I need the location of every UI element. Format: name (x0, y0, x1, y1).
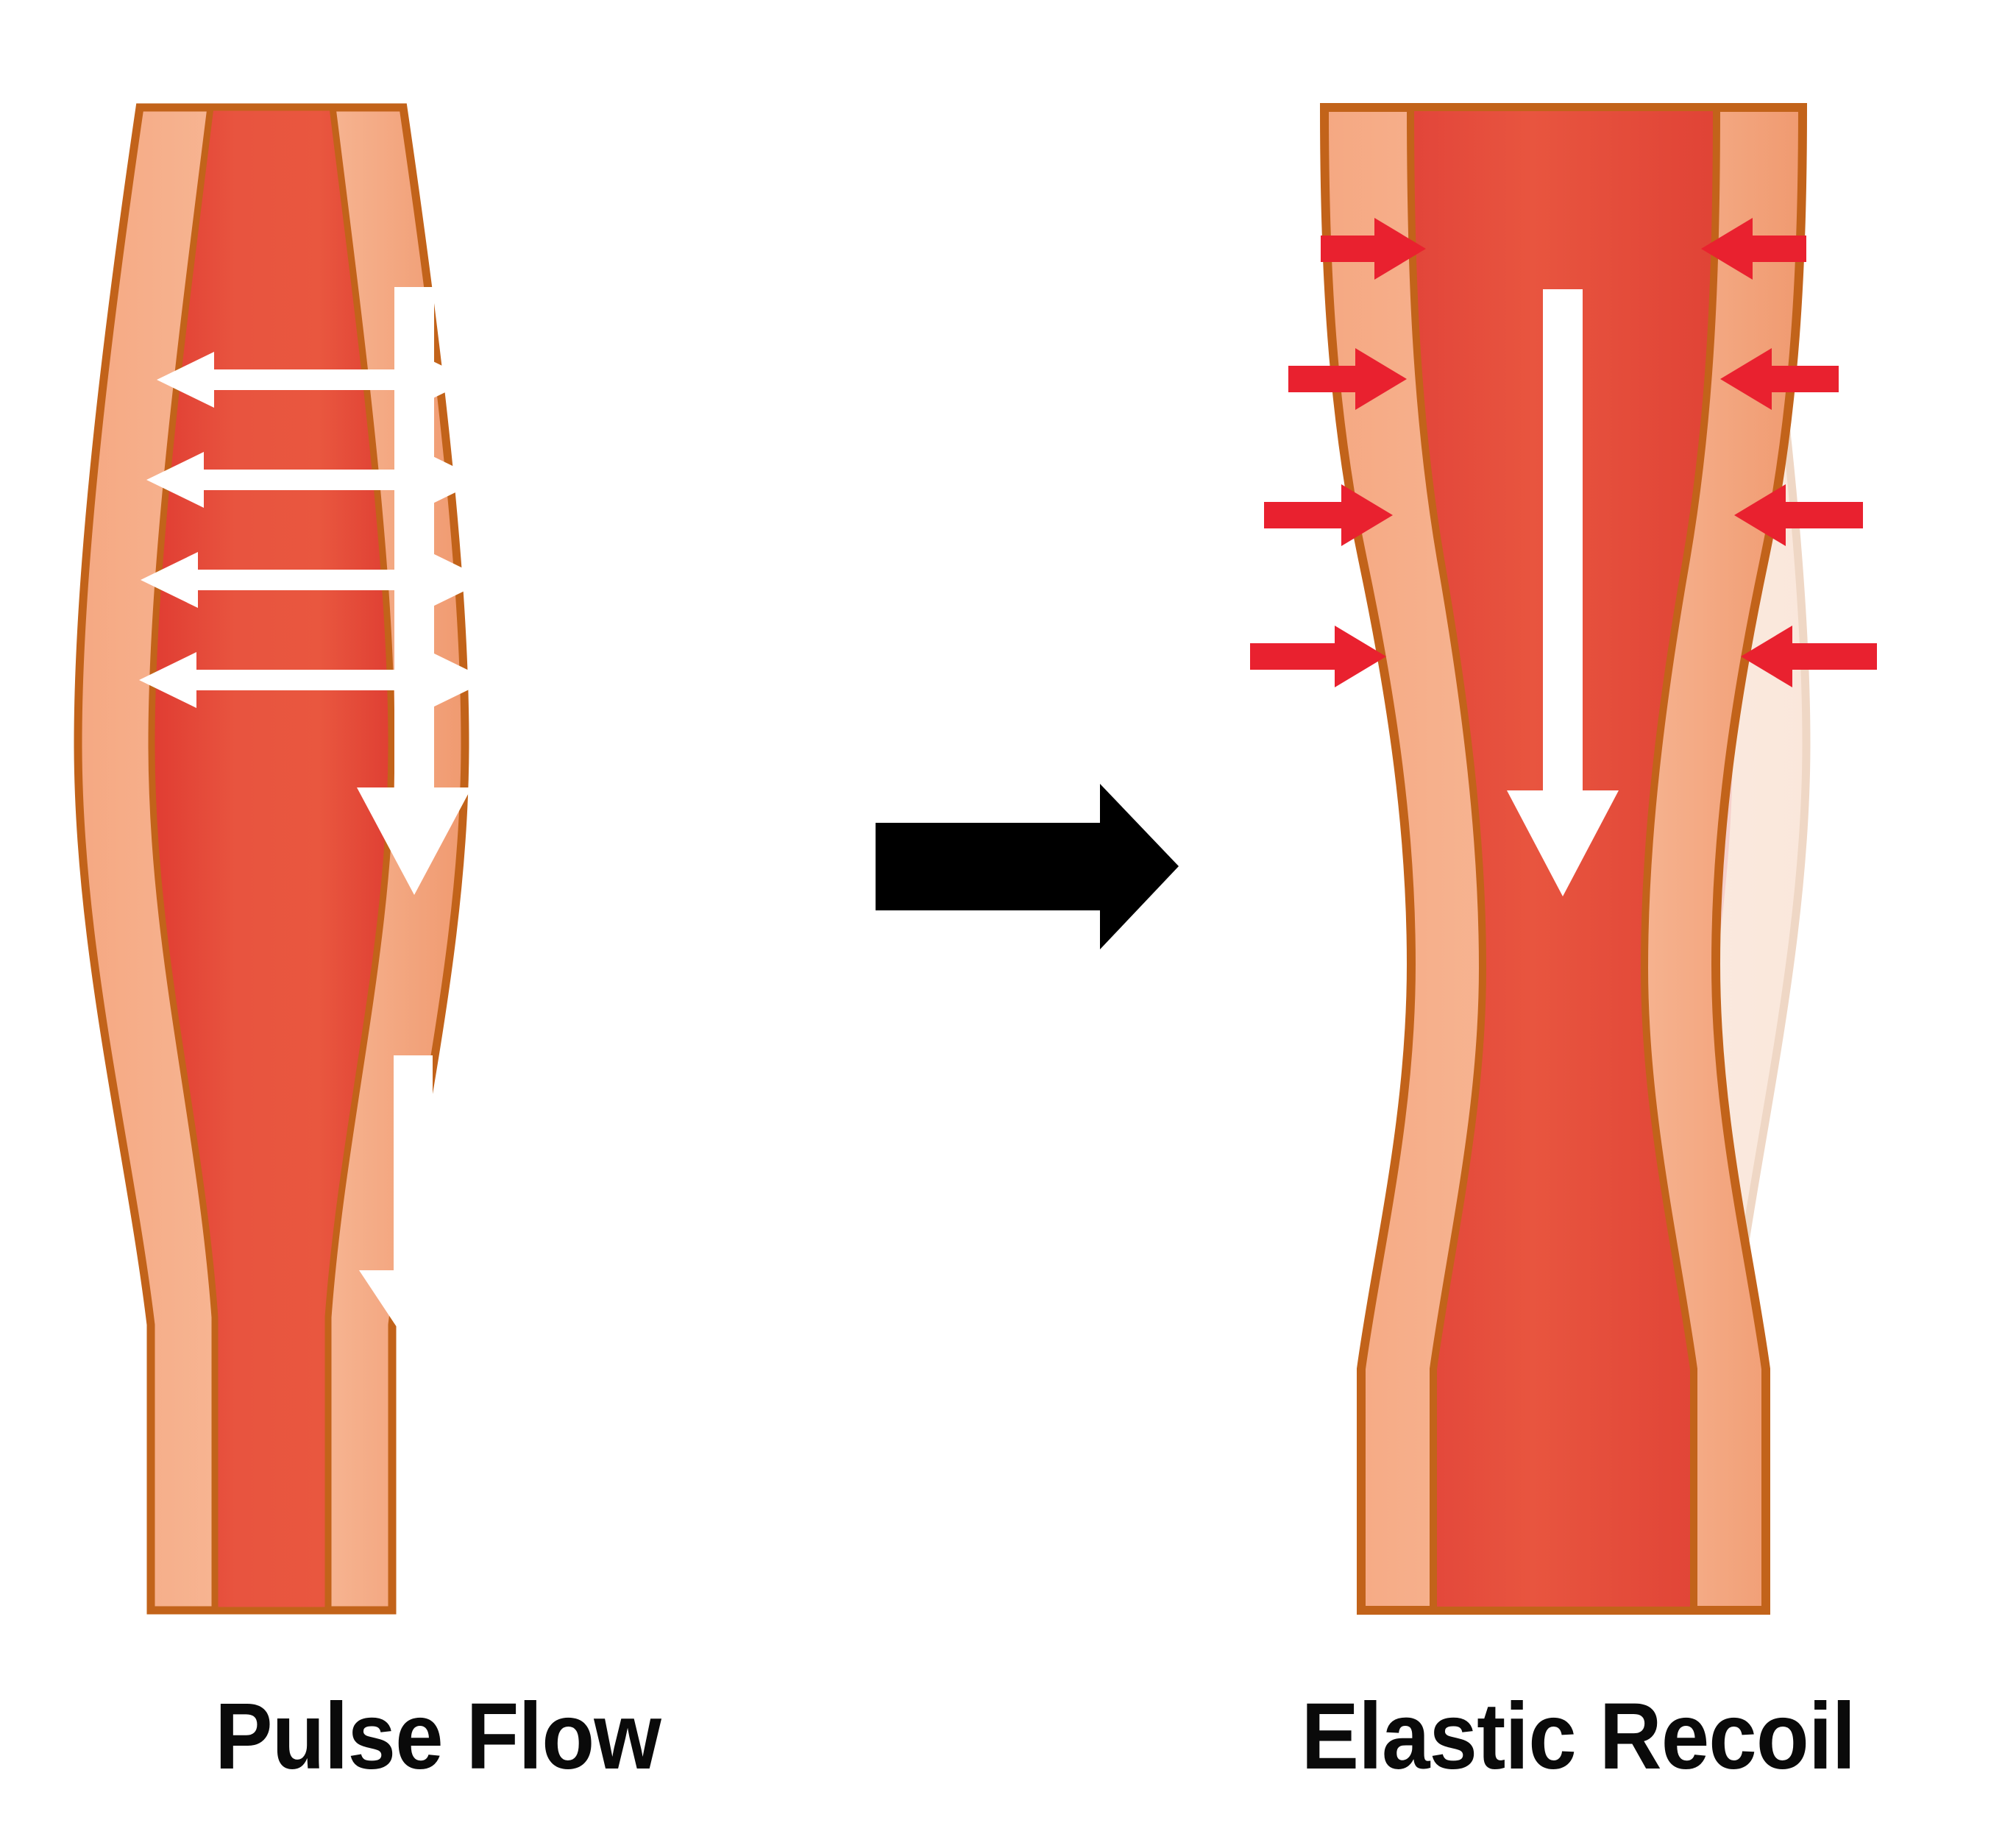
recoil-arrow-left-2 (1288, 348, 1407, 410)
flow-arrow-left-upper (357, 287, 472, 895)
recoil-arrow-right-1 (1701, 218, 1806, 280)
flow-arrow-left-lower (359, 1055, 466, 1351)
recoil-arrow-left-4 (1250, 626, 1386, 687)
recoil-arrow-right-2 (1720, 348, 1839, 410)
outward-arrow-right-2 (294, 452, 481, 508)
panel-elastic-recoil (1250, 103, 1877, 1615)
recoil-arrow-left-3 (1264, 484, 1393, 546)
outward-arrow-left-1 (157, 352, 365, 408)
outward-arrow-right-4 (294, 652, 489, 708)
outward-arrow-left-3 (141, 552, 365, 608)
recoil-arrow-right-3 (1734, 484, 1863, 546)
recoil-pressure-arrows-group (1250, 218, 1877, 687)
caption-elastic-recoil: Elastic Recoil (1301, 1684, 1856, 1789)
recoil-arrow-left-1 (1321, 218, 1426, 280)
recoil-arrow-right-4 (1741, 626, 1877, 687)
flow-arrow-right (1507, 289, 1619, 896)
outward-arrow-left-4 (139, 652, 365, 708)
outward-pressure-arrows-group (139, 352, 489, 708)
transition-arrow (876, 784, 1179, 949)
outward-arrow-left-2 (146, 452, 365, 508)
caption-pulse-flow: Pulse Flow (215, 1684, 661, 1789)
panel-pulse-flow (74, 103, 489, 1615)
outward-arrow-right-3 (294, 552, 487, 608)
